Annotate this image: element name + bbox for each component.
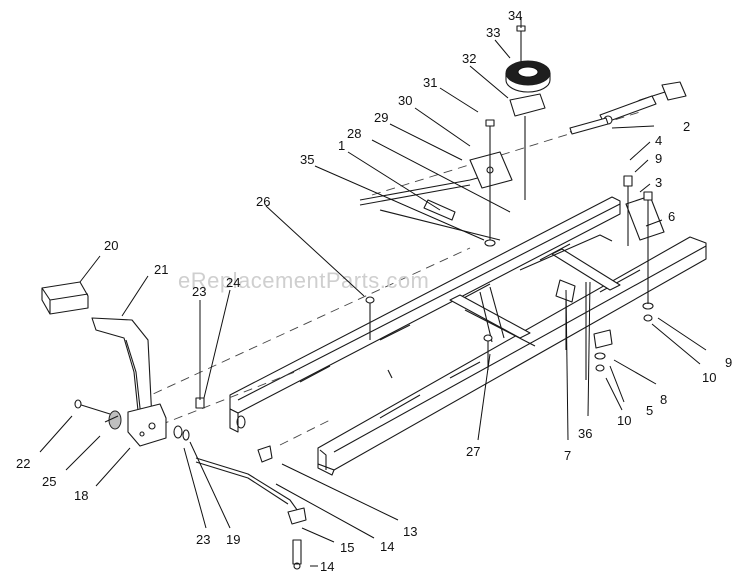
callout-29: 29 [374, 110, 388, 125]
callout-3: 3 [655, 175, 662, 190]
callout-26: 26 [256, 194, 270, 209]
callout-31: 31 [423, 75, 437, 90]
callout-32: 32 [462, 51, 476, 66]
pedal-bolt [74, 399, 111, 415]
callout-33: 33 [486, 25, 500, 40]
actuator-pivot [555, 279, 587, 380]
callout-7: 7 [564, 448, 571, 463]
callout-20: 20 [104, 238, 118, 253]
callout-8: 8 [660, 392, 667, 407]
pedal-pivot-bracket [127, 403, 167, 447]
pedal-spacer [104, 410, 122, 430]
callout-23-top: 23 [192, 284, 206, 299]
callout-14-bottom: 14 [320, 559, 334, 574]
frame-cross-members [449, 234, 621, 347]
callout-30: 30 [398, 93, 412, 108]
callout-labels: 34 33 32 31 30 29 28 1 35 2 4 9 3 6 26 2… [16, 8, 732, 574]
callout-15: 15 [340, 540, 354, 555]
callout-14-mid: 14 [380, 539, 394, 554]
brake-bracket [623, 175, 665, 246]
hardware-stack [593, 191, 654, 372]
pulley-bracket [509, 93, 546, 200]
callout-23-bottom: 23 [196, 532, 210, 547]
callout-27: 27 [466, 444, 480, 459]
callout-9-top: 9 [655, 151, 662, 166]
callout-24: 24 [226, 275, 240, 290]
callout-25: 25 [42, 474, 56, 489]
callout-6: 6 [668, 209, 675, 224]
brake-pedal-pad [41, 281, 89, 315]
callout-34: 34 [508, 8, 522, 23]
callout-10-left: 10 [617, 413, 631, 428]
callout-28: 28 [347, 126, 361, 141]
leader-lines [39, 18, 707, 567]
callout-18: 18 [74, 488, 88, 503]
brake-cable [569, 81, 687, 135]
callout-10-right: 10 [702, 370, 716, 385]
callout-4: 4 [655, 133, 662, 148]
brake-rod [195, 445, 307, 570]
callout-1: 1 [338, 138, 345, 153]
pedal-washers [173, 397, 205, 441]
spacer-bolt [484, 119, 496, 247]
watermark: eReplacementParts.com [178, 268, 429, 293]
callout-21: 21 [154, 262, 168, 277]
callout-13: 13 [403, 524, 417, 539]
pulley-bolt [516, 25, 526, 62]
callout-22: 22 [16, 456, 30, 471]
callout-35: 35 [300, 152, 314, 167]
callout-5: 5 [646, 403, 653, 418]
idler-arm-plate [469, 151, 513, 189]
idler-pulley [505, 60, 551, 93]
frame-studs [365, 296, 493, 379]
callout-2: 2 [683, 119, 690, 134]
frame-rear-rail [229, 196, 621, 433]
callout-36: 36 [578, 426, 592, 441]
callout-19: 19 [226, 532, 240, 547]
callout-9-bottom: 9 [725, 355, 732, 370]
